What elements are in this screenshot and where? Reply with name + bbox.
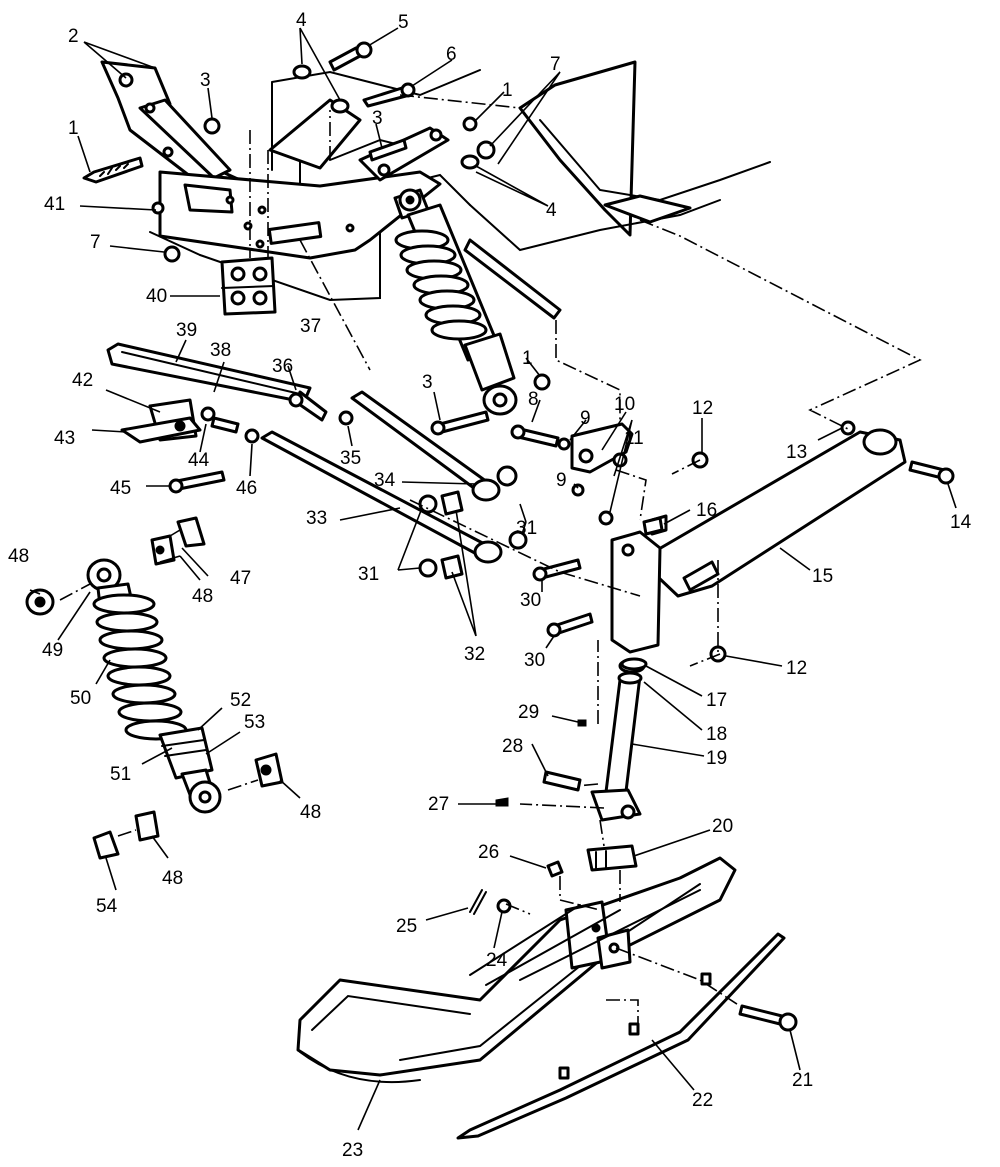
callout-3: 3	[200, 70, 211, 91]
callout-45: 45	[110, 478, 131, 499]
bushings	[25, 516, 284, 860]
callout-43: 43	[54, 428, 75, 449]
phantom-lines	[59, 94, 922, 1024]
callout-12: 12	[786, 658, 807, 679]
callout-6: 6	[446, 44, 457, 65]
callout-4: 4	[546, 200, 557, 221]
callout-8: 8	[528, 389, 539, 410]
callout-46: 46	[236, 478, 257, 499]
callout-31: 31	[516, 518, 537, 539]
fasteners	[82, 41, 955, 1032]
callout-17: 17	[706, 690, 727, 711]
bushings-31-32	[418, 465, 528, 580]
callouts: 1 1 1 2 3 3 3 4 4 5 6 7 7 8 9 9 10 11 12…	[8, 10, 972, 1161]
callout-42: 42	[72, 370, 93, 391]
callout-53: 53	[244, 712, 265, 733]
callout-50: 50	[70, 688, 91, 709]
callout-40: 40	[146, 286, 167, 307]
callout-20: 20	[712, 816, 733, 837]
callout-38: 38	[210, 340, 231, 361]
callout-33: 33	[306, 508, 327, 529]
callout-44: 44	[188, 450, 210, 471]
callout-3: 3	[372, 108, 383, 129]
callout-27: 27	[428, 794, 449, 815]
callout-48: 48	[192, 586, 213, 607]
callout-7: 7	[90, 232, 101, 253]
callout-54: 54	[96, 896, 118, 917]
rod-34	[350, 390, 501, 502]
callout-25: 25	[396, 916, 417, 937]
callout-23: 23	[342, 1140, 363, 1161]
callout-11: 11	[624, 428, 644, 449]
callout-22: 22	[692, 1090, 713, 1111]
rod-33	[260, 430, 503, 564]
lower-arm-39	[106, 342, 312, 404]
callout-21: 21	[792, 1070, 813, 1091]
callout-41: 41	[44, 194, 65, 215]
callout-1: 1	[68, 118, 79, 139]
callout-19: 19	[706, 748, 727, 769]
callout-9: 9	[556, 470, 567, 491]
callout-49: 49	[42, 640, 63, 661]
callout-12: 12	[692, 398, 713, 419]
callout-14: 14	[950, 512, 972, 533]
callout-1: 1	[522, 348, 533, 369]
ski-23	[296, 856, 737, 1083]
callout-7: 7	[550, 54, 561, 75]
callout-26: 26	[478, 842, 499, 863]
left-shock-absorber	[86, 558, 222, 814]
callout-47: 47	[230, 568, 251, 589]
callout-15: 15	[812, 566, 833, 587]
spindle-19	[590, 514, 668, 822]
bracket-42	[120, 398, 202, 444]
callout-13: 13	[786, 442, 807, 463]
callout-34: 34	[374, 470, 396, 491]
callout-3: 3	[422, 372, 433, 393]
callout-2: 2	[68, 26, 79, 47]
mount-block-40	[220, 256, 277, 316]
callout-48: 48	[8, 546, 29, 567]
callout-48: 48	[300, 802, 321, 823]
callout-24: 24	[486, 950, 508, 971]
trailing-arm-15	[638, 428, 907, 598]
callout-5: 5	[398, 12, 409, 33]
leader-lines	[29, 27, 957, 1131]
callout-52: 52	[230, 690, 251, 711]
callout-28: 28	[502, 736, 523, 757]
callout-16: 16	[696, 500, 717, 521]
callout-32: 32	[464, 644, 485, 665]
callout-9: 9	[580, 408, 591, 429]
callout-18: 18	[706, 724, 727, 745]
callout-30: 30	[520, 590, 541, 611]
callout-51: 51	[110, 764, 131, 785]
callout-1: 1	[502, 80, 513, 101]
callout-31: 31	[358, 564, 379, 585]
callout-10: 10	[614, 394, 635, 415]
callout-39: 39	[176, 320, 197, 341]
callout-48: 48	[162, 868, 183, 889]
callout-4: 4	[296, 10, 307, 31]
callout-37: 37	[300, 316, 321, 337]
side-plate-37	[158, 126, 450, 260]
upper-bracket-2	[100, 60, 362, 194]
callout-30: 30	[524, 650, 545, 671]
callout-35: 35	[340, 448, 361, 469]
callout-36: 36	[272, 356, 293, 377]
center-shock-absorber	[393, 188, 562, 416]
stop-block-20	[586, 844, 638, 872]
callout-29: 29	[518, 702, 539, 723]
